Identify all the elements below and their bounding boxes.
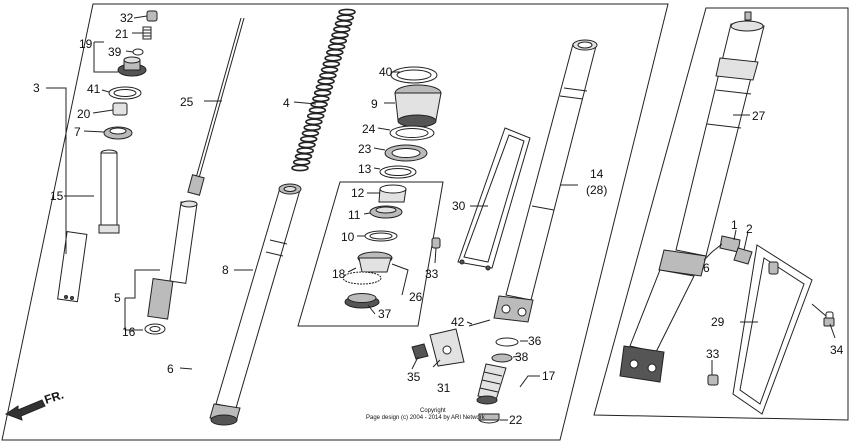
callout-39: 39	[108, 45, 122, 59]
callout-40: 40	[379, 65, 393, 79]
front-label: FR.	[43, 388, 66, 407]
copyright-notice: Copyright Page design (c) 2004 - 2014 by…	[366, 408, 486, 421]
spring-coil	[306, 112, 325, 120]
callout-25: 25	[180, 95, 194, 109]
callout-19: 19	[79, 37, 93, 51]
spring-coil	[292, 158, 311, 166]
callout-33-right: 33	[706, 347, 720, 361]
fork-leg-assembly-part-27[interactable]	[619, 11, 765, 383]
spring-coil	[338, 8, 356, 16]
callout-13: 13	[358, 162, 372, 176]
callout-3: 3	[33, 81, 40, 95]
callout-15: 15	[50, 189, 64, 203]
callout-23: 23	[358, 142, 372, 156]
spring-coil	[312, 95, 330, 103]
outer-tube-part-14[interactable]	[493, 39, 598, 323]
spring-coil	[299, 135, 318, 143]
callout-6-left: 6	[167, 362, 174, 376]
callout-7: 7	[74, 125, 81, 139]
callout-1: 1	[731, 218, 738, 232]
callout-17: 17	[542, 369, 556, 383]
callout-21: 21	[115, 27, 129, 41]
callout-labels: 32 21 19 39 41 20 7 3 15 25 4 8 5 16 6 4…	[33, 11, 844, 427]
callout-11: 11	[348, 208, 361, 222]
callout-14: 14	[590, 167, 604, 181]
spring-coil	[325, 49, 344, 56]
copyright-line-2: Page design (c) 2004 - 2014 by ARI Netwo…	[366, 415, 486, 421]
spring-coil	[322, 60, 341, 68]
callout-8: 8	[222, 263, 229, 277]
oil-seal-group[interactable]	[342, 184, 407, 309]
dust-seal-stack[interactable]	[379, 66, 442, 179]
spring-coil	[298, 141, 316, 149]
fork-spring-part-4[interactable]	[291, 8, 356, 172]
spring-coil	[329, 37, 348, 45]
right-assembly-frame	[593, 7, 849, 421]
spring-coil	[294, 152, 313, 160]
spring-coil	[332, 25, 351, 33]
axle-bracket-parts[interactable]	[411, 319, 519, 424]
damper-rod-part-15[interactable]	[57, 149, 120, 303]
callout-38: 38	[515, 350, 529, 364]
callout-4: 4	[283, 96, 290, 110]
spring-coil	[313, 89, 332, 97]
spring-coil	[315, 83, 334, 91]
inner-tube-part-8[interactable]	[209, 183, 302, 426]
seal-group-frame	[297, 181, 444, 327]
spring-coil	[301, 129, 320, 137]
callout-31: 31	[437, 381, 451, 395]
callout-12: 12	[351, 186, 365, 200]
callout-34: 34	[830, 343, 844, 357]
callout-10: 10	[341, 230, 355, 244]
callout-29: 29	[711, 315, 725, 329]
spring-coil	[331, 31, 349, 39]
spring-coil	[334, 20, 353, 27]
callout-9: 9	[371, 97, 378, 111]
callout-22: 22	[509, 413, 523, 427]
copyright-line-1: Copyright	[420, 408, 446, 414]
callout-36: 36	[528, 334, 542, 348]
callout-32: 32	[120, 11, 134, 25]
spring-coil	[327, 43, 346, 51]
callout-33-middle: 33	[425, 267, 439, 281]
callout-24: 24	[362, 122, 376, 136]
leader-lines	[46, 15, 836, 421]
spring-coil	[291, 164, 309, 172]
spring-coil	[303, 124, 322, 131]
callout-37: 37	[378, 307, 392, 321]
callout-14-28: (28)	[586, 183, 607, 197]
fork-guard-part-29[interactable]	[707, 244, 835, 415]
spring-coil	[305, 118, 323, 126]
callout-20: 20	[77, 107, 91, 121]
spring-coil	[310, 101, 328, 108]
callout-6-right: 6	[703, 261, 710, 275]
spring-coil	[319, 72, 337, 79]
callout-42: 42	[451, 315, 465, 329]
spring-coil	[336, 14, 355, 22]
callout-26: 26	[409, 290, 423, 304]
callout-16: 16	[122, 325, 136, 339]
front-arrow-icon: FR.	[4, 388, 66, 421]
callout-2: 2	[746, 222, 753, 236]
damper-assembly-part-25[interactable]	[144, 17, 245, 335]
spring-coil	[317, 77, 335, 85]
spring-coil	[296, 147, 315, 155]
callout-18: 18	[332, 267, 346, 281]
spring-coil	[308, 106, 327, 114]
fork-guard-part-30[interactable]	[431, 127, 531, 271]
spring-coil	[320, 66, 339, 74]
callout-27: 27	[752, 109, 766, 123]
left-assembly-frame	[1, 3, 669, 441]
callout-5: 5	[114, 291, 121, 305]
callout-30: 30	[452, 199, 466, 213]
fork-cap-assembly[interactable]	[103, 10, 158, 140]
callout-35: 35	[407, 370, 421, 384]
callout-41: 41	[87, 82, 101, 96]
spring-coil	[324, 54, 342, 62]
